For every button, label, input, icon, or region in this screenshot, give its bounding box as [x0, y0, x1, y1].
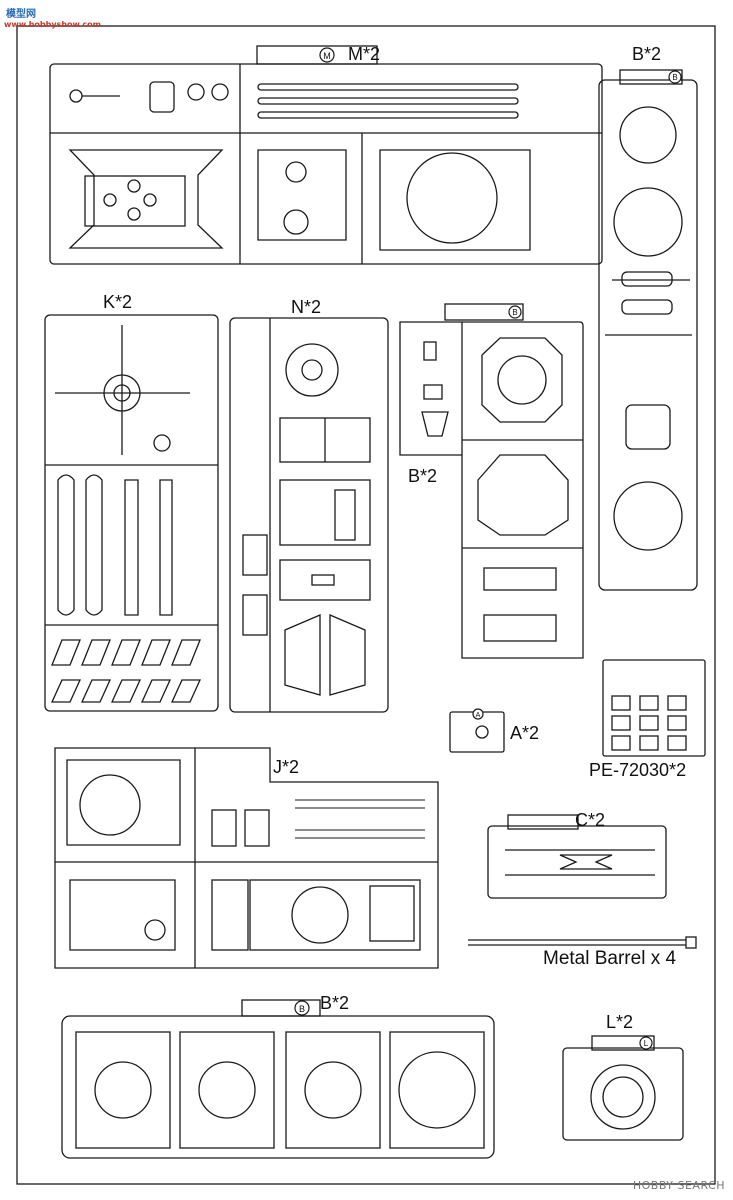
label-sprue-l: L*2 — [606, 1012, 634, 1032]
badge-l: L — [644, 1039, 649, 1048]
sprue-n-frame — [229, 317, 389, 713]
label-sprue-j: J*2 — [273, 757, 300, 777]
label-metal-barrel: Metal Barrel x 4 — [543, 948, 677, 969]
sprue-l-frame — [562, 1035, 684, 1141]
label-sprue-m: M*2 — [348, 44, 381, 64]
site-watermark-cn: 模型网 — [6, 9, 36, 20]
pe-fret-frame — [602, 659, 706, 757]
sprue-m-frame — [49, 45, 603, 265]
label-sprue-b-bottom: B*2 — [320, 993, 350, 1013]
label-sprue-c: C*2 — [575, 810, 606, 830]
badge-b-top: B — [672, 73, 677, 82]
badge-b-mid: B — [512, 308, 517, 317]
label-sprue-n: N*2 — [291, 297, 322, 317]
label-sprue-a: A*2 — [510, 723, 540, 743]
label-sprue-b-mid: B*2 — [408, 466, 438, 486]
sprue-b-bottom-frame — [61, 999, 495, 1159]
track-links — [295, 799, 425, 839]
badge-b-bottom: B — [299, 1004, 305, 1014]
sprue-j-frame — [54, 747, 439, 969]
site-watermark-url: www.hobbyshow.com — [4, 20, 102, 29]
label-pe-fret: PE-72030*2 — [589, 760, 687, 780]
metal-barrel-shape — [468, 936, 697, 949]
brand-logo: HOBBY SEARCH — [632, 1179, 725, 1192]
sprue-b-top-frame — [598, 69, 698, 591]
badge-m: M — [323, 51, 331, 61]
sprue-k-frame — [44, 314, 219, 712]
sprue-c-frame — [487, 814, 667, 899]
page-border — [16, 25, 716, 1185]
label-sprue-b-top: B*2 — [632, 44, 662, 64]
sprue-b-mid-frame — [399, 303, 584, 659]
label-sprue-k: K*2 — [103, 292, 133, 312]
badge-a: A — [476, 712, 481, 719]
